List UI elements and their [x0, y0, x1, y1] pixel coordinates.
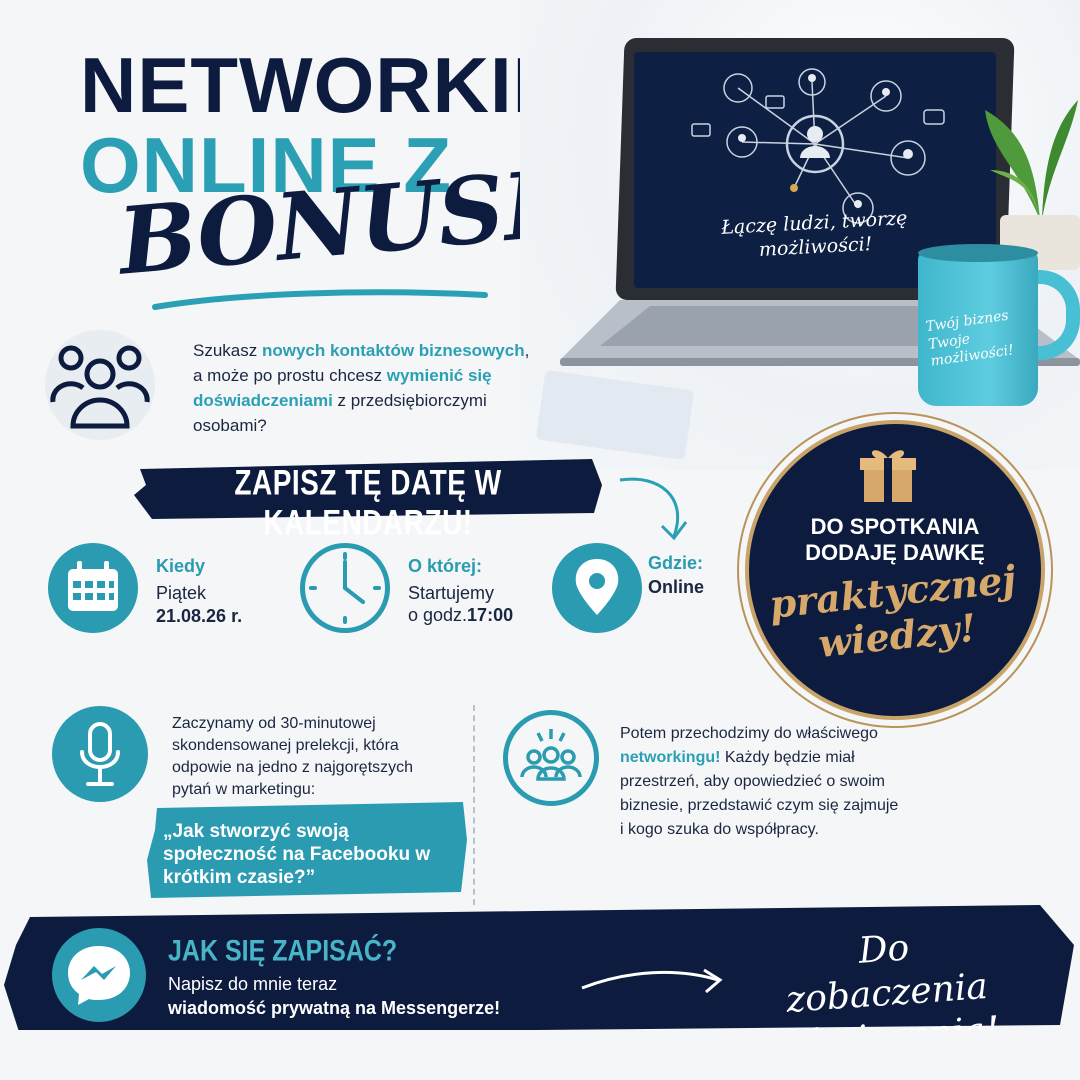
gift-icon: [860, 450, 916, 502]
talk-quote: „Jak stworzyć swoją społeczność na Faceb…: [163, 821, 431, 888]
signup-line2[interactable]: wiadomość prywatną na Messengerze!: [168, 998, 501, 1018]
clock-icon-circle: [300, 543, 390, 633]
time-line1: Startujemy: [408, 583, 495, 603]
curved-arrow-icon: [619, 477, 688, 541]
group-cheer-icon: [520, 729, 582, 781]
intro-text: Szukasz nowych kontaktów biznesowych, a …: [193, 338, 533, 438]
when-label: Kiedy: [156, 556, 206, 576]
networking-text-part1: Potem przechodzimy do właściwego: [620, 725, 878, 742]
where-value: Online: [648, 577, 705, 597]
group-icon-circle: [503, 710, 599, 806]
arrow-right-icon: [581, 968, 723, 994]
mug: [918, 250, 1038, 406]
talk-description: Zaczynamy od 30-minutowej skondensowanej…: [172, 715, 414, 798]
where-label: Gdzie:: [648, 553, 704, 573]
intro-highlight-contacts: nowych kontaktów biznesowych: [261, 341, 525, 360]
intro-text-part3: z przedsiębiorczymi osobami?: [193, 391, 487, 435]
intro-highlight-exchange: wymienić się doświadczeniami: [193, 366, 492, 410]
bonus-line2: DODAJĘ DAWKĘ: [805, 540, 985, 565]
quote-brush-background: [147, 802, 467, 898]
calendar-icon-circle: [48, 543, 138, 633]
clock-icon: [309, 552, 381, 624]
networking-text-part2: Każdy będzie miał przestrzeń, aby opowie…: [620, 749, 899, 838]
footer-brush-background: [4, 905, 1074, 1035]
section-divider: [473, 705, 475, 905]
networking-highlight: networkingu!: [620, 749, 721, 766]
bottom-margin: [0, 1030, 1080, 1080]
signup-line1: Napisz do mnie teraz: [168, 974, 338, 994]
title-underline-swoosh: [152, 289, 488, 310]
network-graph-icon: [691, 68, 945, 224]
time-value: 17:00: [467, 605, 514, 625]
messenger-button[interactable]: [52, 928, 146, 1022]
signup-title: JAK SIĘ ZAPISAĆ?: [168, 934, 398, 968]
people-icon-wrap: [45, 330, 155, 440]
mug-rim: [918, 244, 1038, 262]
plant-decoration: [985, 100, 1080, 270]
bonus-heading: DO SPOTKANIA DODAJĘ DAWKĘ: [745, 514, 1045, 566]
microphone-icon-circle: [52, 706, 148, 802]
location-pin-icon: [575, 559, 619, 615]
messenger-icon: [68, 946, 130, 1005]
time-prefix: o godz.: [408, 605, 468, 625]
networking-description: Potem przechodzimy do właściwego network…: [620, 722, 900, 842]
intro-text-part2: , a może po prostu chcesz: [193, 341, 530, 385]
time-label: O której:: [408, 556, 483, 576]
time-line2: o godz.17:00: [408, 604, 513, 626]
bonus-line1: DO SPOTKANIA: [810, 514, 980, 539]
location-icon-circle: [552, 543, 642, 633]
ribbon-brush-background: [134, 459, 602, 519]
microphone-icon: [80, 722, 120, 786]
people-icon: [50, 345, 150, 429]
save-the-date-ribbon: ZAPISZ TĘ DATĘ W KALENDARZU!: [234, 463, 502, 542]
calendar-icon: [68, 561, 118, 611]
when-date: 21.08.26 r.: [156, 606, 243, 626]
intro-text-part1: Szukasz: [193, 341, 262, 360]
title-online-z: ONLINE Z: [80, 121, 452, 209]
when-day: Piątek: [156, 583, 207, 603]
